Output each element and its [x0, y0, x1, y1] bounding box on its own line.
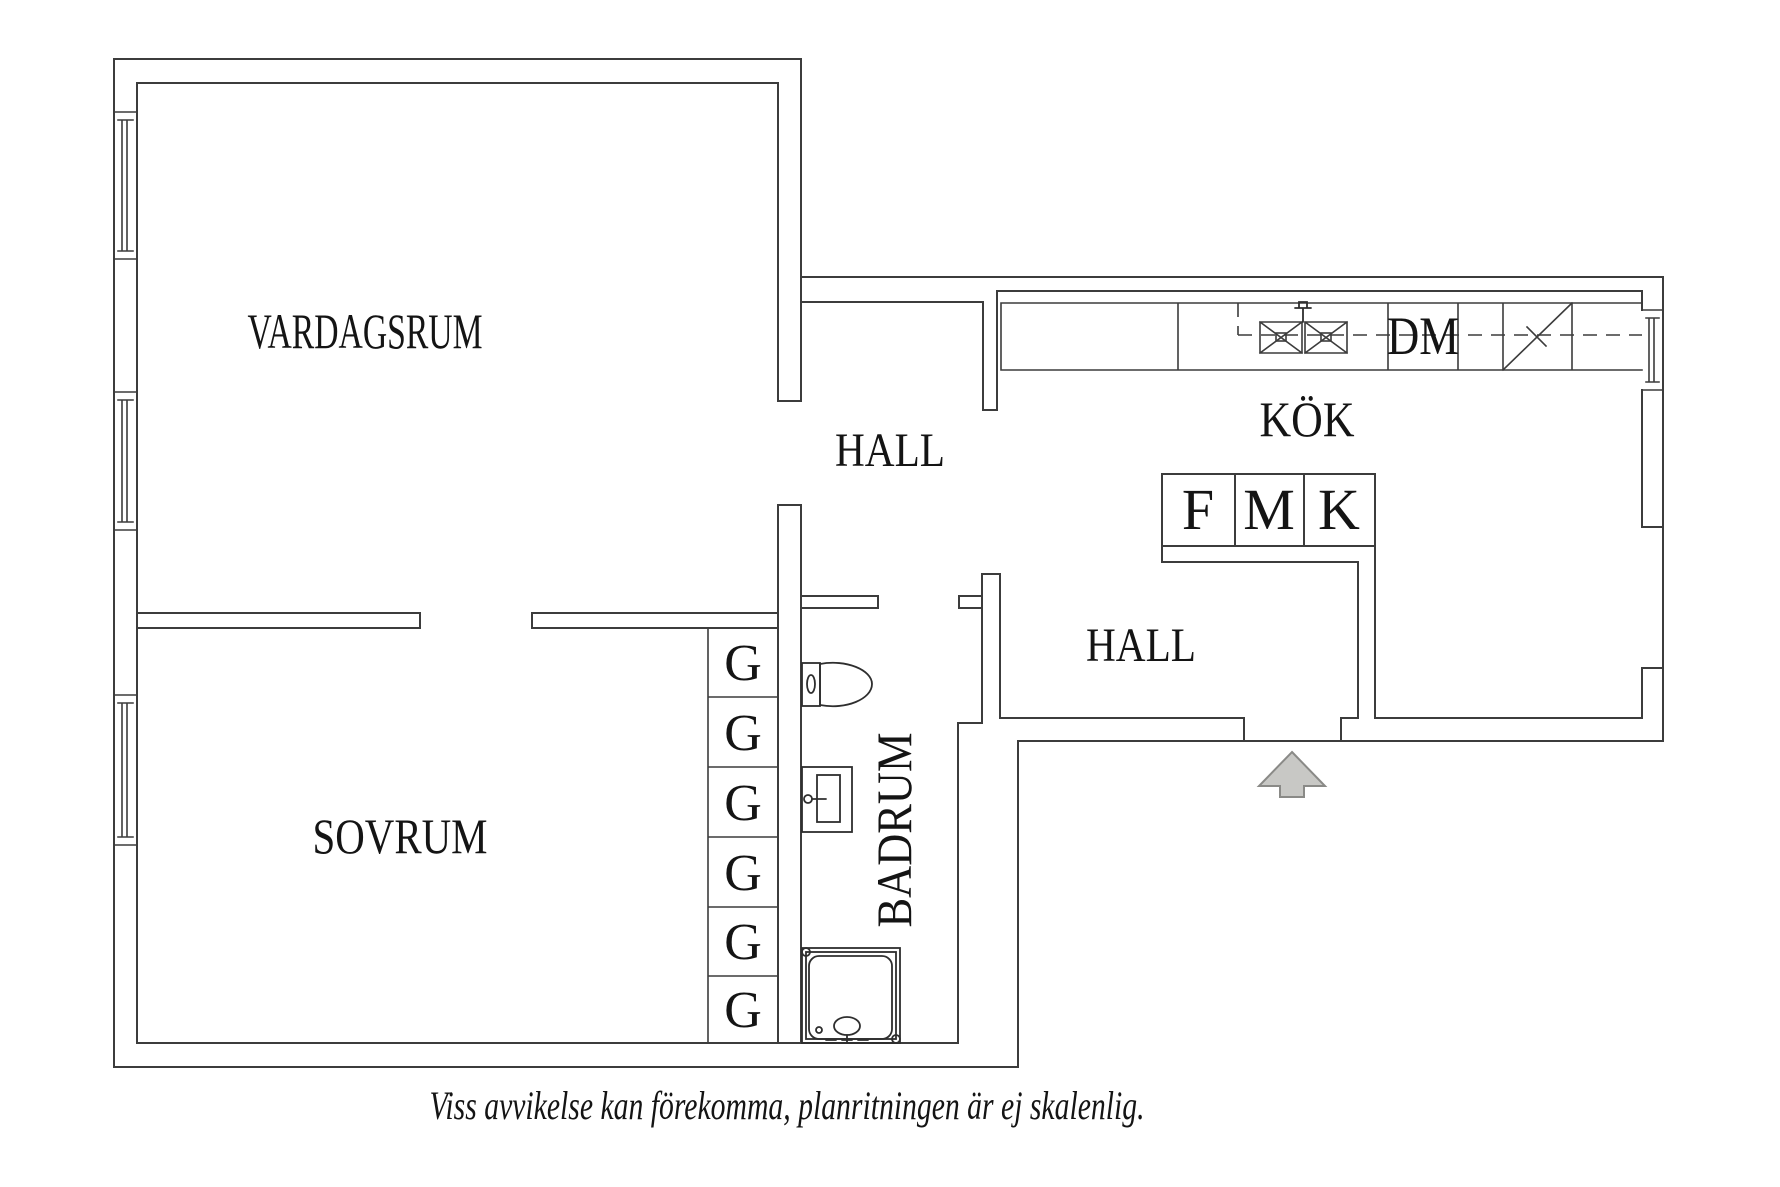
inner-wall-face — [136, 82, 959, 1044]
room-label-living-room: VARDAGSRUM — [248, 303, 483, 359]
wall-bathroom-east — [957, 573, 1001, 1044]
window-icon — [113, 111, 138, 260]
wall-livingroom-bedroom — [136, 612, 779, 629]
sink-icon — [801, 766, 853, 833]
wall-entrance-bottom — [999, 667, 1664, 741]
wardrobe-column — [707, 627, 779, 1044]
window-icon — [1641, 309, 1664, 391]
wall-kitchen-top — [800, 290, 1664, 528]
room-label-bedroom: SOVRUM — [313, 808, 488, 864]
wardrobe-label: G — [724, 845, 762, 902]
appliance-label-m: M — [1243, 477, 1295, 542]
room-label-kitchen: KÖK — [1260, 391, 1355, 447]
room-label-lower-hall: HALL — [1086, 619, 1196, 672]
appliance-label-f: F — [1182, 477, 1214, 542]
toilet-icon — [801, 661, 873, 707]
outer-wall-envelope — [113, 58, 1664, 1068]
wardrobe-label: G — [724, 914, 762, 971]
appliance-label-k: K — [1318, 477, 1360, 542]
wall-livingroom-east — [777, 82, 802, 1044]
faucet-icon — [1294, 301, 1312, 323]
entrance-arrow-icon — [1256, 750, 1328, 798]
wardrobe-label: G — [724, 705, 762, 762]
wall-bathroom-north — [800, 595, 983, 609]
window-icon — [113, 694, 138, 846]
disclaimer-text: Viss avvikelse kan förekomma, planritnin… — [430, 1083, 1145, 1128]
window-icon — [113, 391, 138, 531]
wardrobe-label: G — [724, 635, 762, 692]
kitchen-sink-icon — [1258, 301, 1349, 355]
stove-icon — [1501, 301, 1574, 372]
wardrobe-label: G — [724, 775, 762, 832]
room-label-bathroom: BADRUM — [866, 733, 922, 928]
wardrobe-label: G — [724, 982, 762, 1039]
appliance-label-dishwasher: DM — [1387, 306, 1459, 366]
kitchen-counter — [1000, 302, 1643, 371]
room-label-upper-hall: HALL — [835, 424, 945, 477]
shower-icon — [801, 947, 901, 1044]
wall-fmk-block — [1161, 473, 1376, 719]
upper-cabinet-dashed-line — [1237, 303, 1642, 336]
